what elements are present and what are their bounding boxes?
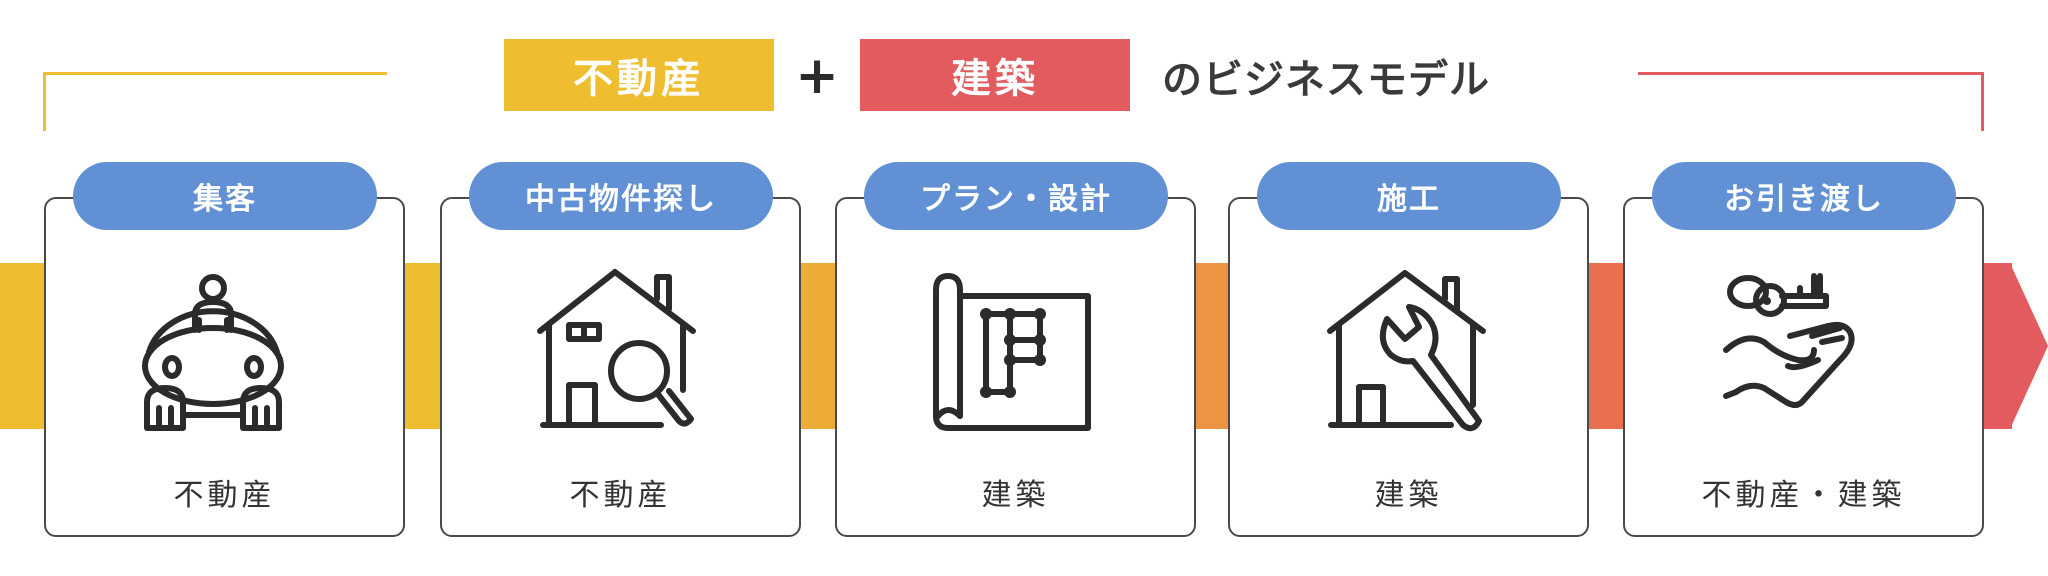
- step-title-pill: 中古物件探し: [469, 162, 773, 230]
- step-category: 不動産: [173, 478, 276, 513]
- flow-band-segment: [1587, 263, 1625, 429]
- blueprint-icon: [933, 273, 1091, 431]
- flow-band-segment: [799, 263, 837, 429]
- step-category: 建築: [1374, 478, 1443, 513]
- step-title-pill: お引き渡し: [1652, 162, 1956, 230]
- flow-band-segment: [0, 263, 46, 429]
- architecture-tag: 建築: [860, 39, 1130, 111]
- flow-band-segment: [1982, 263, 2012, 429]
- step-title-pill: プラン・設計: [864, 162, 1168, 230]
- real-estate-tag: 不動産: [504, 39, 774, 111]
- flow-arrow-head: [2010, 263, 2048, 429]
- step-category: 不動産: [569, 478, 672, 513]
- hand-key-icon: [1723, 273, 1855, 408]
- architecture-bracket: [1638, 72, 1984, 131]
- real-estate-bracket: [43, 72, 387, 131]
- step-category: 建築: [981, 478, 1050, 513]
- step-card-2: [440, 197, 801, 537]
- plus-sign: +: [795, 46, 839, 106]
- people-group-icon: [142, 274, 284, 431]
- title-suffix: のビジネスモデル: [1162, 57, 1490, 103]
- step-card-1: [44, 197, 405, 537]
- flow-band-segment: [1194, 263, 1230, 429]
- house-search-icon: [537, 269, 696, 428]
- step-card-3: [835, 197, 1196, 537]
- flow-band-segment: [404, 263, 442, 429]
- step-title-pill: 施工: [1257, 162, 1561, 230]
- step-category: 不動産・建築: [1701, 478, 1906, 513]
- house-wrench-icon: [1327, 270, 1486, 432]
- step-card-4: [1228, 197, 1589, 537]
- step-title-pill: 集客: [73, 162, 377, 230]
